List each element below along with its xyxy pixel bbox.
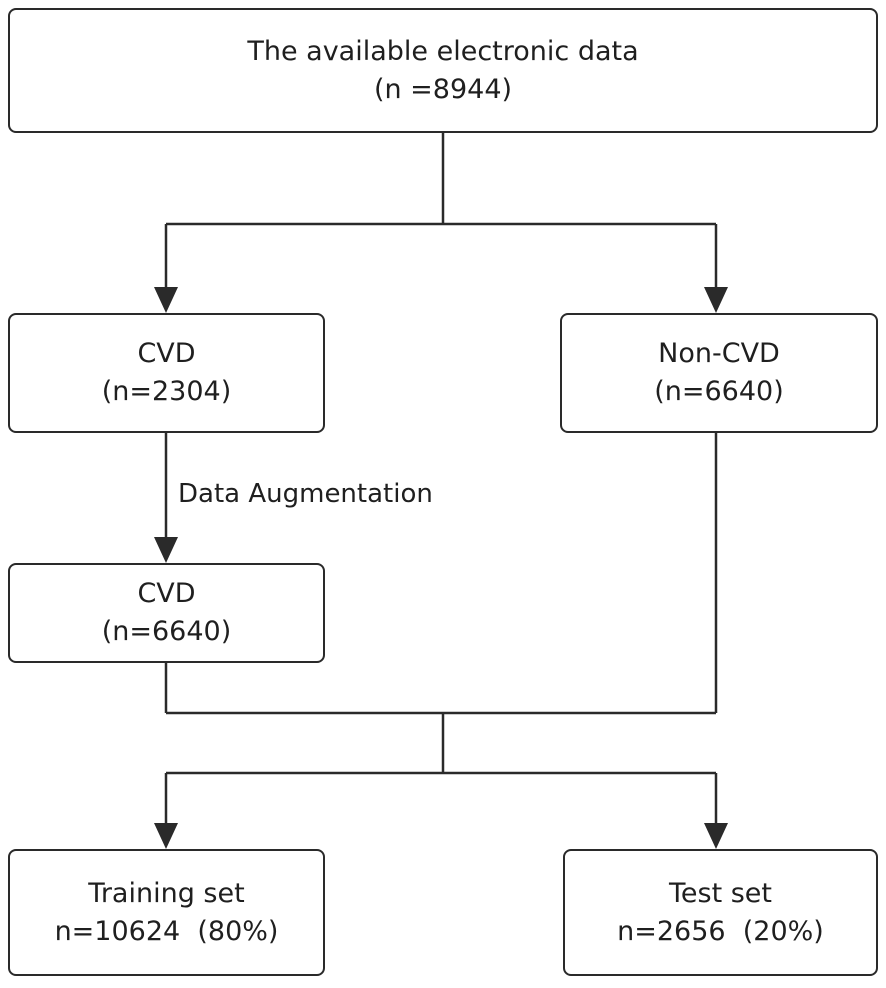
node-available-data: The available electronic data (n =8944) [8,8,878,133]
node-non-cvd-title: Non-CVD [658,338,780,369]
arrowhead-cvd [154,287,178,313]
arrowhead-test [704,823,728,849]
node-training-set-title: Training set [88,877,245,909]
node-training-set: Training set n=10624 (80%) [8,849,325,976]
node-cvd: CVD (n=2304) [8,313,325,433]
node-test-set-count: n=2656 (20%) [617,915,824,947]
node-cvd-augmented-count: (n=6640) [101,616,232,647]
node-available-data-title: The available electronic data [247,35,639,67]
arrowhead-noncvd [704,287,728,313]
node-cvd-count: (n=2304) [101,376,232,407]
node-cvd-augmented-title: CVD [137,578,196,609]
arrowhead-train [154,823,178,849]
node-test-set-title: Test set [668,877,773,909]
node-training-set-count: n=10624 (80%) [54,915,279,947]
data-augmentation-label: Data Augmentation [178,479,433,509]
node-available-data-count: (n =8944) [373,73,513,105]
node-non-cvd: Non-CVD (n=6640) [560,313,878,433]
arrowhead-cvd-aug [154,537,178,563]
node-non-cvd-count: (n=6640) [654,376,784,407]
node-cvd-title: CVD [137,338,196,369]
node-test-set: Test set n=2656 (20%) [563,849,878,976]
node-cvd-augmented: CVD (n=6640) [8,563,325,663]
